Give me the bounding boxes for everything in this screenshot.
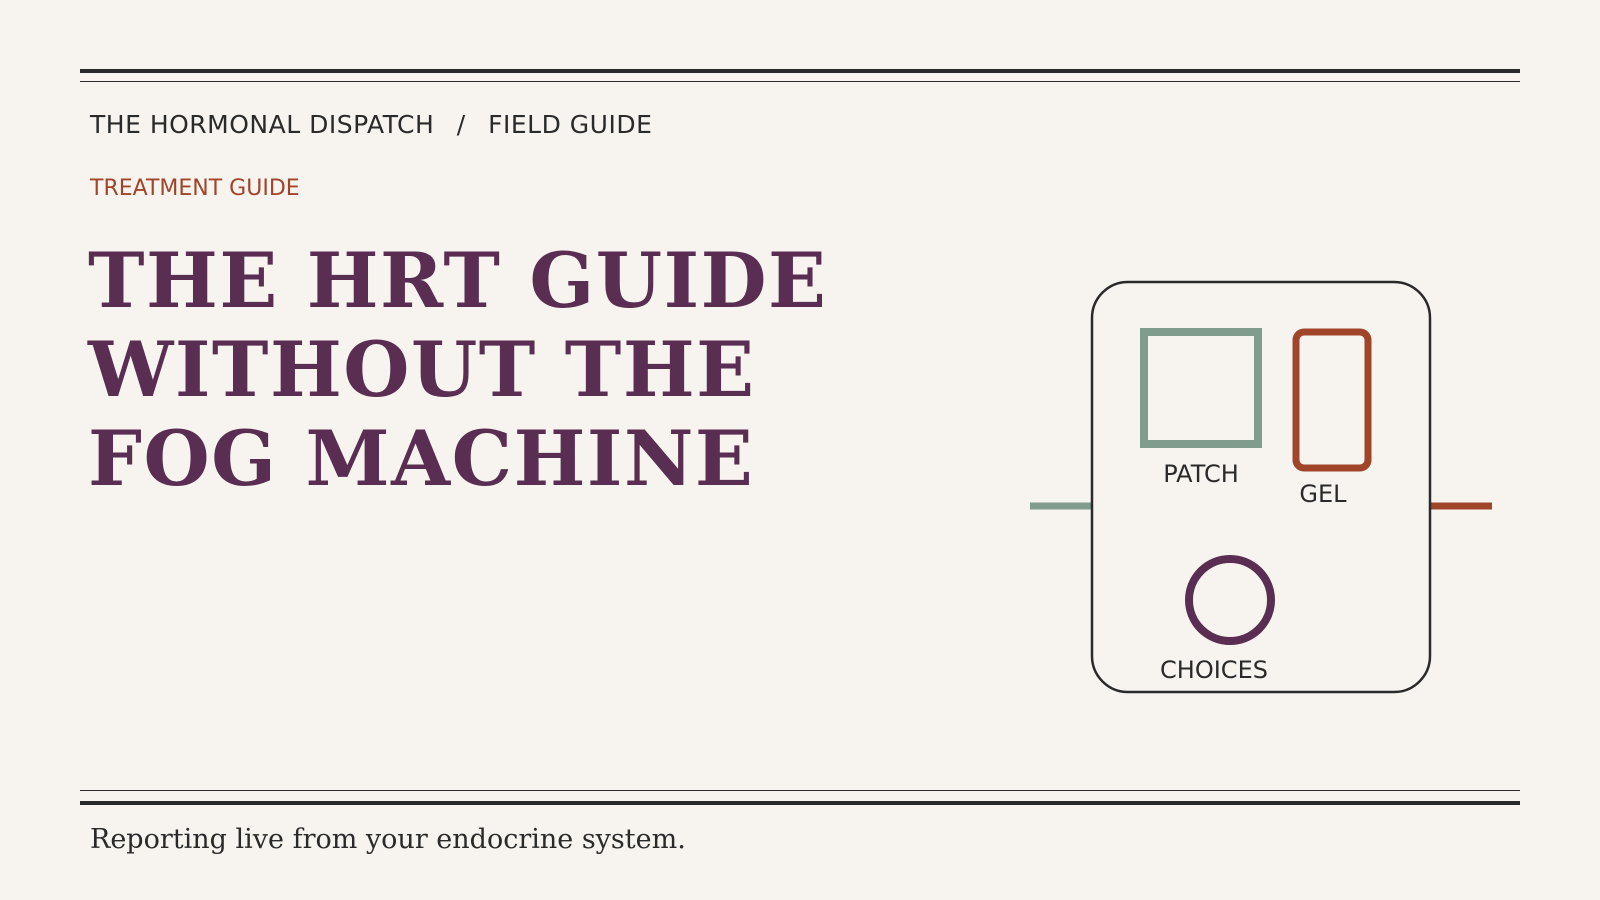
choices-icon bbox=[1185, 555, 1275, 645]
category-label: TREATMENT GUIDE bbox=[90, 176, 300, 201]
headline: THE HRT GUIDE WITHOUT THE FOG MACHINE bbox=[88, 236, 827, 503]
patch-label: PATCH bbox=[1163, 460, 1239, 488]
treatment-options-illustration: PATCH GEL CHOICES bbox=[1030, 280, 1492, 694]
patch-icon bbox=[1140, 328, 1262, 448]
headline-line-1: THE HRT GUIDE bbox=[88, 236, 828, 325]
headline-line-2: WITHOUT THE bbox=[88, 325, 756, 414]
section-name: FIELD GUIDE bbox=[488, 110, 653, 139]
headline-line-3: FOG MACHINE bbox=[88, 414, 755, 503]
top-rule-thin bbox=[80, 81, 1520, 82]
masthead: THE HORMONAL DISPATCH / FIELD GUIDE bbox=[90, 110, 652, 139]
choices-label: CHOICES bbox=[1160, 656, 1268, 684]
publication-name: THE HORMONAL DISPATCH bbox=[90, 110, 435, 139]
footer-tagline: Reporting live from your endocrine syste… bbox=[90, 824, 686, 855]
masthead-separator: / bbox=[456, 110, 466, 139]
gel-label: GEL bbox=[1299, 480, 1347, 508]
device-frame bbox=[1090, 280, 1432, 694]
bottom-rule-thick bbox=[80, 801, 1520, 805]
gel-icon bbox=[1292, 328, 1372, 472]
top-rule-thick bbox=[80, 69, 1520, 73]
bottom-rule-thin bbox=[80, 790, 1520, 791]
